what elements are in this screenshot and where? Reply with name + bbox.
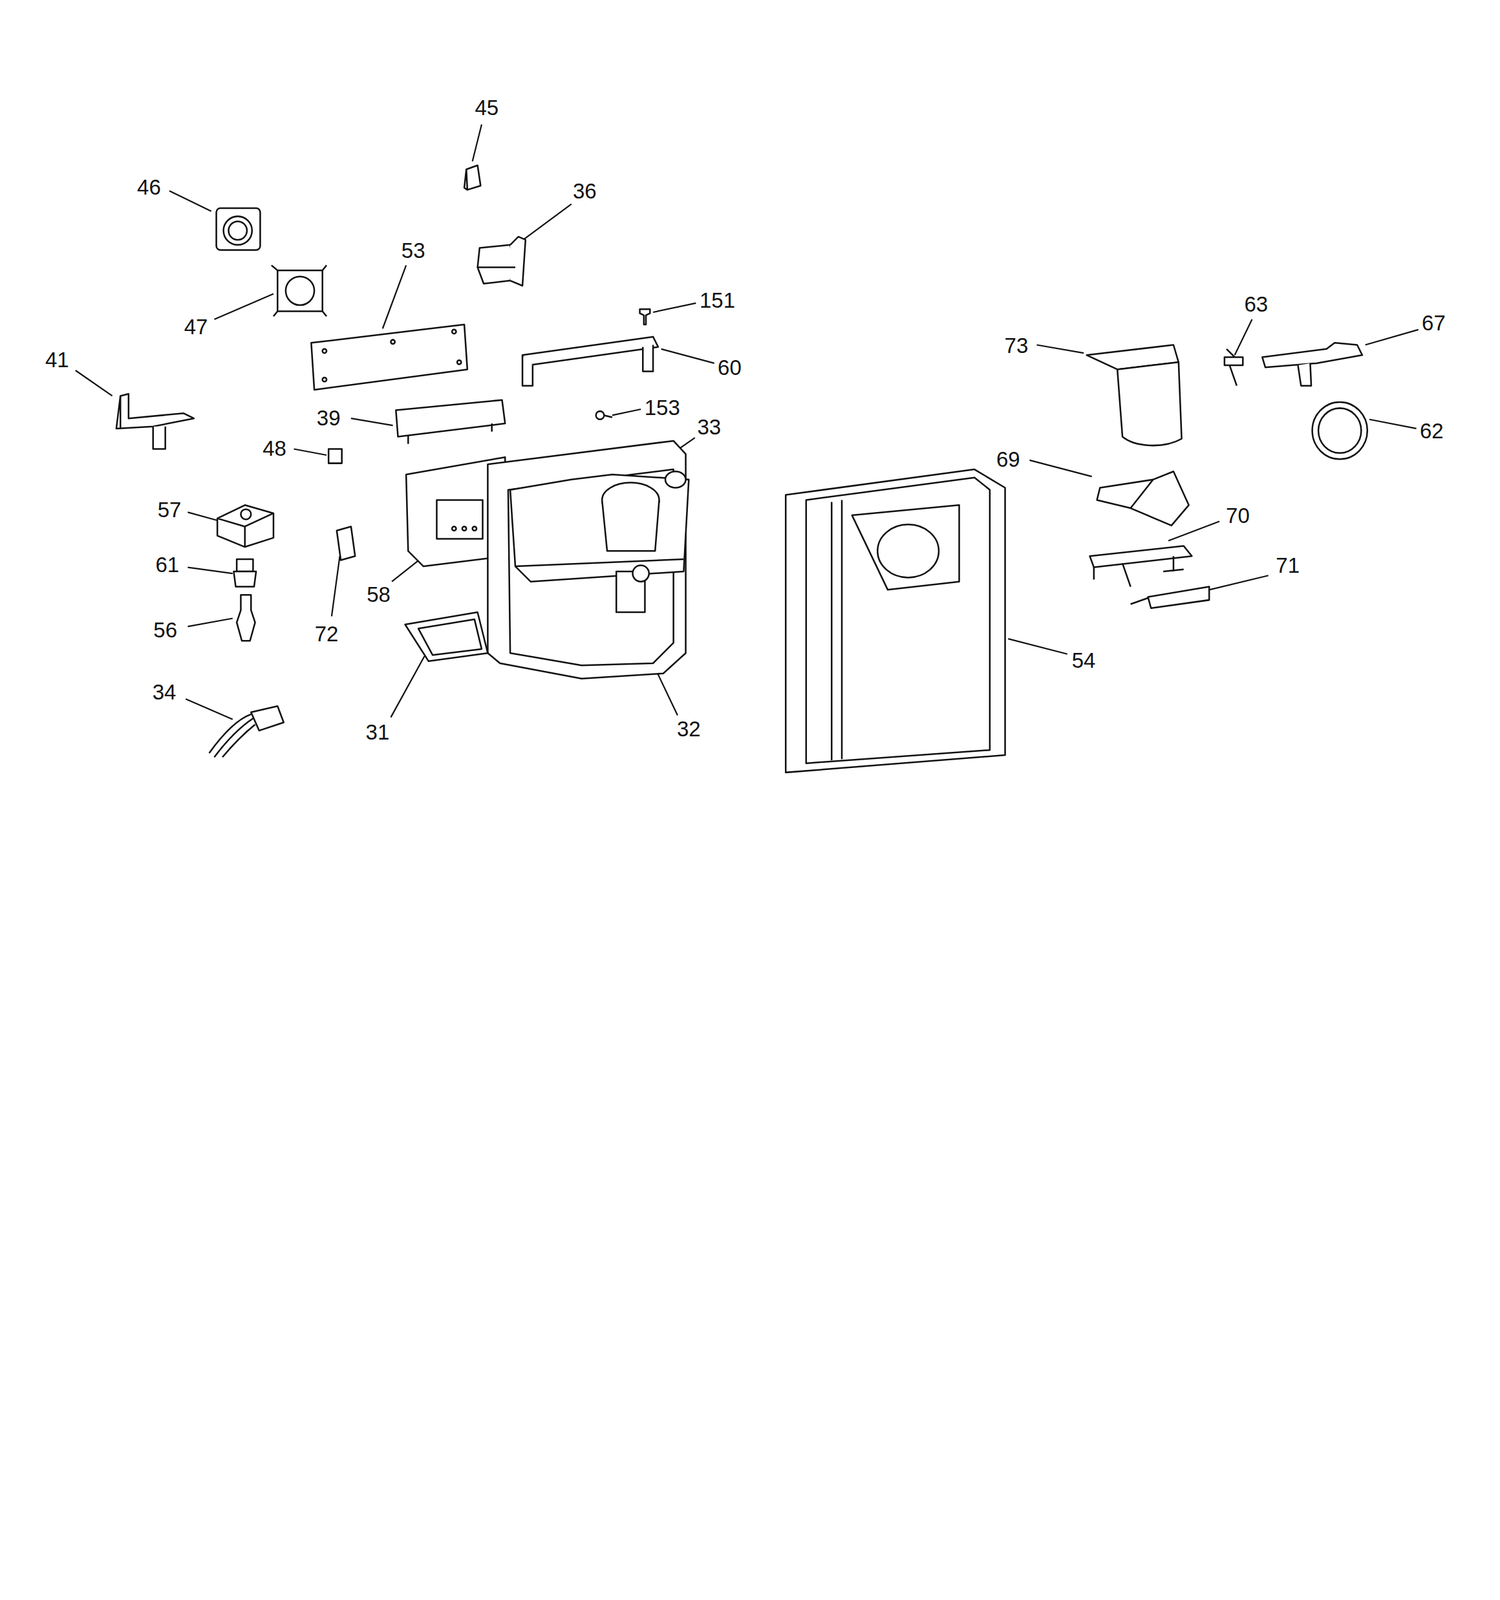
callout-number: 63 xyxy=(1242,292,1270,316)
leader-lines xyxy=(75,124,1419,720)
callout-number: 39 xyxy=(315,406,343,429)
callout-number: 48 xyxy=(261,436,288,460)
callout-number: 31 xyxy=(364,720,392,743)
callout-number: 54 xyxy=(1070,649,1098,672)
callout-number: 47 xyxy=(182,315,210,339)
callout-number: 53 xyxy=(400,238,427,262)
callout-number: 153 xyxy=(643,395,682,419)
callout-number: 46 xyxy=(135,175,163,198)
callout-number: 69 xyxy=(995,448,1022,471)
callout-number: 32 xyxy=(675,717,703,741)
callout-number: 36 xyxy=(571,179,599,203)
callout-number: 56 xyxy=(151,618,179,641)
callout-number: 70 xyxy=(1224,504,1252,527)
callout-number: 61 xyxy=(153,552,181,576)
callout-number: 58 xyxy=(365,582,392,606)
callout-number: 60 xyxy=(716,356,743,379)
callout-number: 67 xyxy=(1420,310,1447,334)
callout-number: 41 xyxy=(43,347,71,371)
callout-number: 45 xyxy=(473,95,500,119)
callout-number: 151 xyxy=(698,289,737,312)
callout-number: 73 xyxy=(1003,333,1030,357)
callout-number: 62 xyxy=(1418,419,1446,443)
callout-number: 71 xyxy=(1274,554,1301,577)
callout-number: 57 xyxy=(156,497,183,521)
callout-number: 72 xyxy=(313,622,341,646)
callout-number: 33 xyxy=(696,415,723,438)
callout-number: 34 xyxy=(151,680,178,704)
